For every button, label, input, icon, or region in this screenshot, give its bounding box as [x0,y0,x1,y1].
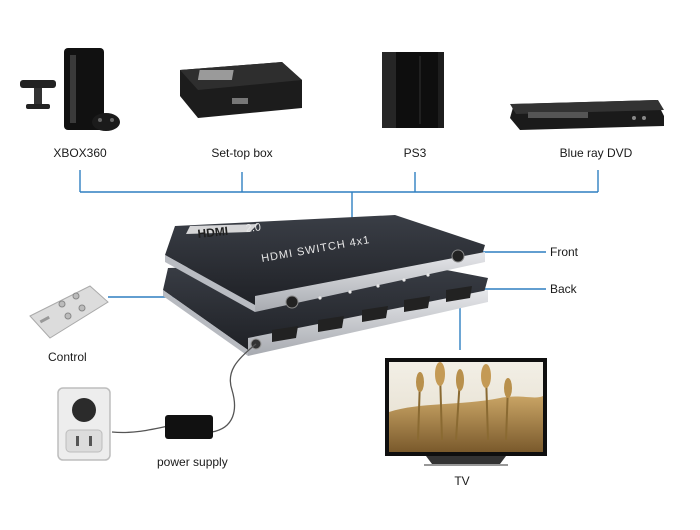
switch-version-text: 2.0 [245,221,261,235]
blu-ray-dvd-label: Blue ray DVD [559,146,633,160]
wall-outlet-icon [57,387,111,461]
power-supply-label: power supply [157,455,228,469]
set-top-box-icon [180,62,302,118]
xbox360-label: XBOX360 [53,146,107,160]
control-label: Control [48,350,87,364]
remote-control-icon [29,285,109,339]
back-label: Back [550,282,577,296]
blu-ray-player-icon [510,100,664,130]
ps3-label: PS3 [403,146,427,160]
ps3-console-icon [382,52,444,128]
front-label: Front [550,245,579,259]
hdmi-switch-front-unit [165,215,485,312]
hdmi-ports-back [250,286,472,350]
power-cable [111,343,257,434]
switch-logo-text: HDMI [197,224,229,241]
tv-icon [385,358,547,466]
tv-label: TV [454,474,470,488]
xbox360-console-icon [20,48,120,131]
set-top-box-label: Set-top box [211,146,273,160]
power-adapter-icon [165,415,213,439]
